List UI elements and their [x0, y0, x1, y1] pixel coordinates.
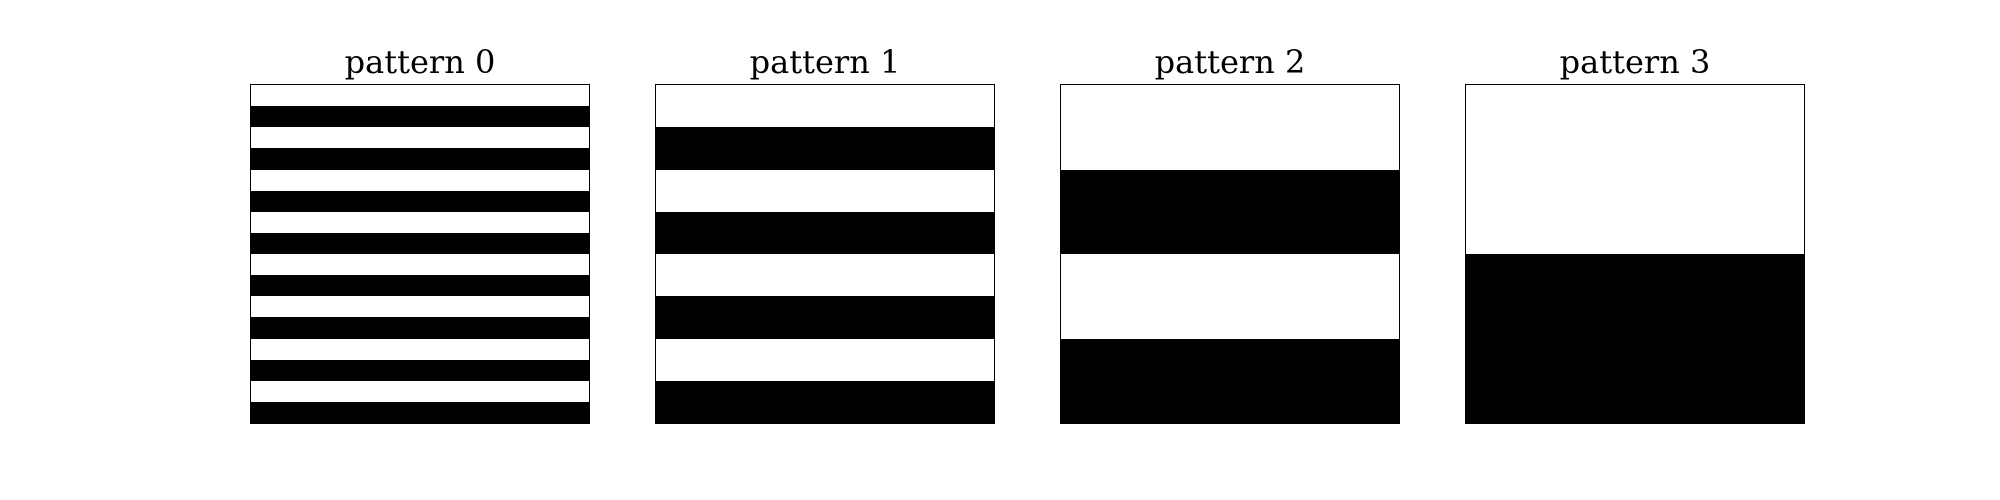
pattern-title: pattern 1 — [749, 43, 901, 81]
dark-stripe — [251, 360, 589, 381]
dark-stripe — [1061, 170, 1399, 254]
stripe-pattern — [655, 84, 995, 424]
dark-stripe — [656, 127, 994, 170]
pattern-panel-1: pattern 1 — [655, 40, 995, 424]
dark-stripe — [1466, 254, 1804, 423]
dark-stripe — [656, 296, 994, 339]
dark-stripe — [251, 191, 589, 212]
pattern-title: pattern 0 — [344, 43, 496, 81]
pattern-title: pattern 2 — [1154, 43, 1306, 81]
dark-stripe — [251, 148, 589, 170]
dark-stripe — [251, 106, 589, 127]
pattern-panel-3: pattern 3 — [1465, 40, 1805, 424]
dark-stripe — [1061, 339, 1399, 423]
dark-stripe — [251, 275, 589, 296]
dark-stripe — [251, 402, 589, 423]
pattern-panel-2: pattern 2 — [1060, 40, 1400, 424]
stripe-pattern — [1465, 84, 1805, 424]
dark-stripe — [251, 317, 589, 339]
stripe-pattern — [250, 84, 590, 424]
pattern-title: pattern 3 — [1559, 43, 1711, 81]
dark-stripe — [656, 212, 994, 254]
dark-stripe — [656, 381, 994, 423]
pattern-panel-0: pattern 0 — [250, 40, 590, 424]
stripe-pattern — [1060, 84, 1400, 424]
dark-stripe — [251, 233, 589, 254]
